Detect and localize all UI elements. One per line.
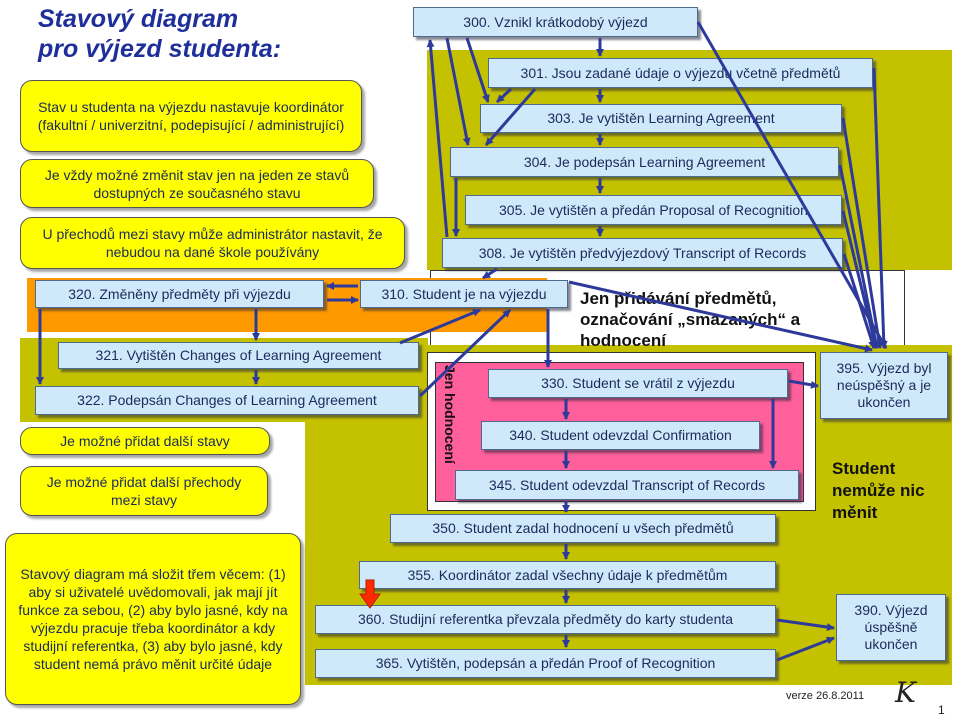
- page-title: Stavový diagram pro výjezd studenta:: [38, 4, 358, 64]
- arrow-304-395: [838, 164, 880, 349]
- arrow-310-395: [568, 280, 873, 353]
- version-label: verze 26.8.2011: [786, 690, 865, 702]
- arrow-300-395: [696, 21, 888, 349]
- state-300: 300. Vznikl krátkodobý výjezd: [413, 7, 698, 37]
- title-line-2: pro výjezd studenta:: [38, 35, 282, 63]
- state-305: 305. Je vytištěn a předán Proposal of Re…: [465, 195, 842, 225]
- arrow-308-310: [482, 267, 498, 280]
- arrow-365-390: [776, 636, 835, 662]
- state-355: 355. Koordinátor zadal všechny údaje k p…: [359, 561, 776, 589]
- note-admin: U přechodů mezi stavy může administrátor…: [20, 217, 405, 269]
- student-region-label: Student nemůže nic měnit: [832, 459, 925, 522]
- state-360: 360. Studijní referentka převzala předmě…: [315, 605, 776, 634]
- state-310: 310. Student je na výjezdu: [360, 280, 568, 308]
- note-add-transitions: Je možné přidat další přechody mezi stav…: [20, 466, 268, 516]
- title-line-1: Stavový diagram: [38, 5, 239, 33]
- arrow-308-300: [426, 39, 449, 238]
- orange-region-label: Jen přidávání předmětů, označování „smaz…: [580, 289, 801, 350]
- arrow-301-304: [484, 88, 537, 146]
- arrow-300-304: [445, 37, 471, 146]
- state-365: 365. Vytištěn, podepsán a předán Proof o…: [315, 649, 776, 678]
- pink-region-label: Jen hodnocení: [442, 365, 458, 464]
- note-one-state: Je vždy možné změnit stav jen na jeden z…: [20, 159, 374, 208]
- state-303: 303. Je vytištěn Learning Agreement: [480, 104, 842, 133]
- state-322: 322. Podepsán Changes of Learning Agreem…: [35, 386, 419, 415]
- state-321: 321. Vytištěn Changes of Learning Agreem…: [58, 342, 419, 369]
- state-350: 350. Student zadal hodnocení u všech pře…: [390, 514, 776, 543]
- note-purpose: Stavový diagram má složit třem věcem: (1…: [5, 533, 301, 705]
- state-320: 320. Změněny předměty při výjezdu: [35, 280, 324, 308]
- arrow-305-395: [841, 210, 879, 349]
- note-add-states: Je možné přidat další stavy: [20, 427, 270, 455]
- arrow-303-395: [841, 117, 883, 349]
- arrow-300-303: [465, 37, 490, 103]
- state-308: 308. Je vytištěn předvýjezdový Transcrip…: [442, 238, 843, 268]
- arrow-360-390: [776, 618, 835, 631]
- state-301: 301. Jsou zadané údaje o výjezdu včetně …: [488, 58, 873, 88]
- arrow-330-395: [788, 379, 819, 389]
- note-coordinator: Stav u studenta na výjezdu nastavuje koo…: [20, 80, 362, 152]
- state-390: 390. Výjezd úspěšně ukončen: [836, 594, 946, 661]
- arrow-321-310: [399, 308, 481, 345]
- arrow-301-303b: [495, 87, 513, 104]
- state-330: 330. Student se vrátil z výjezdu: [488, 369, 788, 398]
- state-345: 345. Student odevzdal Transcript of Reco…: [455, 470, 799, 500]
- arrow-301-395: [872, 67, 888, 349]
- red-arrow-indicator: [359, 579, 381, 609]
- arrow-322-310: [418, 308, 512, 398]
- page-number: 1: [938, 703, 945, 717]
- state-395: 395. Výjezd byl neúspěšný a je ukončen: [820, 352, 948, 419]
- logo-signature: K: [895, 676, 916, 709]
- state-340: 340. Student odevzdal Confirmation: [481, 421, 760, 450]
